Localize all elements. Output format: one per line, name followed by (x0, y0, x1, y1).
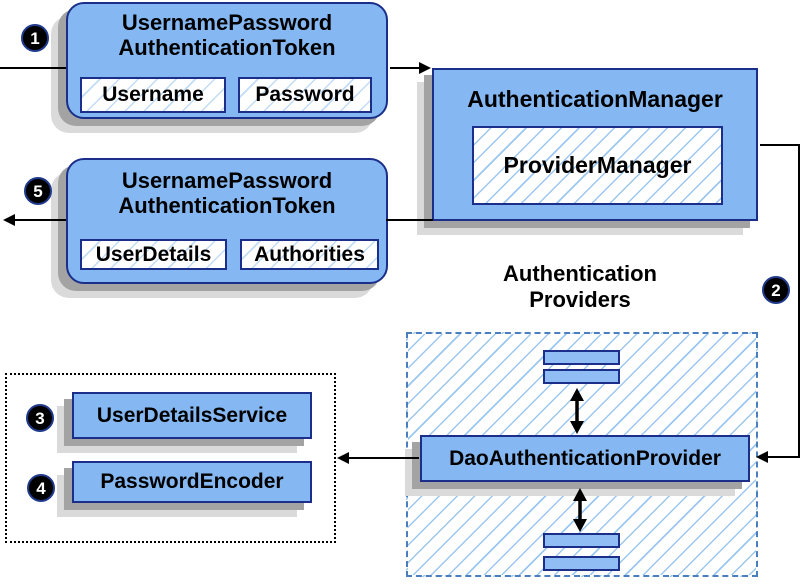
username-field-box: Username (80, 77, 226, 113)
authentication-manager-title: AuthenticationManager (467, 86, 723, 112)
password-field-box: Password (238, 77, 372, 113)
provider-stack-bar-bottom-2 (543, 556, 620, 571)
step-1-badge: 1 (21, 24, 49, 52)
user-details-service-box: UserDetailsService (72, 392, 312, 439)
step-4-badge: 4 (27, 474, 55, 502)
token-response-title-line1: UsernamePassword (121, 168, 333, 193)
token-response-title-line2: AuthenticationToken (118, 193, 336, 218)
token-request-title-line1: UsernamePassword (121, 10, 333, 35)
authentication-providers-heading-line1: Authentication (503, 261, 657, 286)
manager-to-dao-arrow (756, 144, 800, 463)
authorities-field-box: Authorities (240, 239, 379, 270)
username-password-token-response-box: UsernamePassword AuthenticationToken Use… (66, 158, 388, 284)
userdetails-field-box: UserDetails (80, 239, 227, 270)
token-request-title-line2: AuthenticationToken (118, 35, 336, 60)
password-encoder-box: PasswordEncoder (72, 461, 312, 503)
response-token-outgoing-arrow (3, 214, 66, 226)
authentication-providers-heading-line2: Providers (529, 287, 631, 312)
token-to-manager-arrow (390, 62, 431, 74)
provider-stack-bar-bottom-1 (543, 533, 620, 548)
provider-stack-bar-top-1 (543, 350, 620, 365)
dao-authentication-provider-box: DaoAuthenticationProvider (420, 435, 750, 482)
token-response-title: UsernamePassword AuthenticationToken (68, 168, 386, 218)
step-3-badge: 3 (26, 404, 54, 432)
authentication-providers-heading: Authentication Providers (430, 261, 730, 313)
authentication-manager-box: AuthenticationManager ProviderManager (432, 68, 758, 221)
provider-stack-bar-top-2 (543, 369, 620, 384)
step-2-badge: 2 (762, 276, 790, 304)
provider-manager-box: ProviderManager (472, 126, 723, 205)
step-5-badge: 5 (24, 177, 52, 205)
token-request-title: UsernamePassword AuthenticationToken (68, 10, 386, 60)
username-password-token-request-box: UsernamePassword AuthenticationToken Use… (66, 2, 388, 119)
